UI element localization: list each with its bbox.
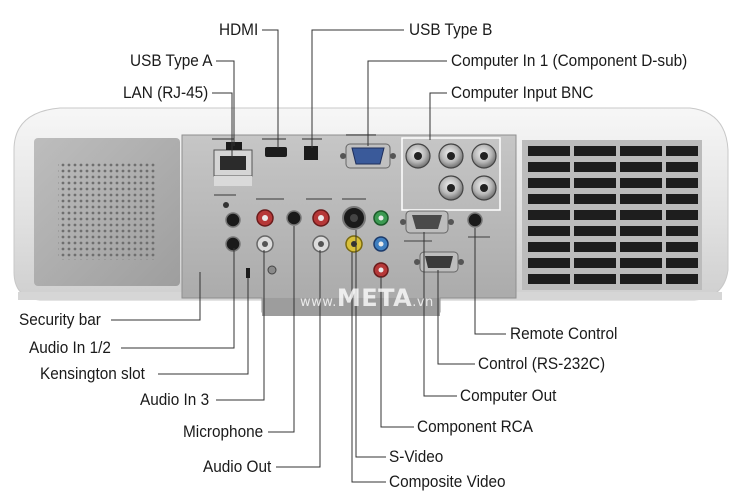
label-security-bar: Security bar (19, 311, 101, 329)
label-computer-in1: Computer In 1 (Component D-sub) (451, 52, 688, 70)
audio-in12-jacks (225, 212, 241, 252)
watermark-suffix: .vn (412, 295, 434, 310)
component-rca (373, 210, 389, 278)
lan-port (213, 149, 253, 186)
label-usb-type-b: USB Type B (409, 21, 493, 39)
label-audio-out: Audio Out (203, 458, 272, 476)
label-audio-in3: Audio In 3 (140, 391, 210, 409)
vent-grille (522, 140, 702, 290)
bnc-group (401, 137, 501, 211)
leader-lines (111, 29, 506, 483)
usb-b-port (304, 146, 318, 160)
computer-in1-dsub (340, 143, 396, 169)
label-computer-out: Computer Out (460, 387, 557, 405)
watermark-prefix: www. (300, 295, 337, 310)
microphone-jack (286, 210, 302, 226)
kensington-slot (246, 268, 250, 278)
label-lan: LAN (RJ-45) (123, 84, 209, 102)
speaker-grille (58, 162, 156, 260)
label-s-video: S-Video (389, 448, 444, 466)
label-computer-input-bnc: Computer Input BNC (451, 84, 594, 102)
label-component-rca: Component RCA (417, 418, 534, 436)
label-rs232c: Control (RS-232C) (478, 355, 606, 373)
label-composite-video: Composite Video (389, 473, 506, 491)
label-audio-in12: Audio In 1/2 (29, 339, 111, 357)
hdmi-port (265, 147, 287, 157)
label-hdmi: HDMI (219, 21, 259, 39)
watermark-brand: META (336, 284, 413, 312)
audio-in3-rca (256, 209, 274, 253)
label-kensington-slot: Kensington slot (40, 365, 145, 383)
remote-control-jack (467, 212, 483, 228)
label-microphone: Microphone (183, 423, 264, 441)
label-usb-type-a: USB Type A (130, 52, 213, 70)
watermark: www.META.vn (300, 284, 434, 312)
rs232-port (414, 251, 464, 273)
label-remote-control: Remote Control (510, 325, 618, 343)
computer-out-dsub (400, 210, 454, 234)
